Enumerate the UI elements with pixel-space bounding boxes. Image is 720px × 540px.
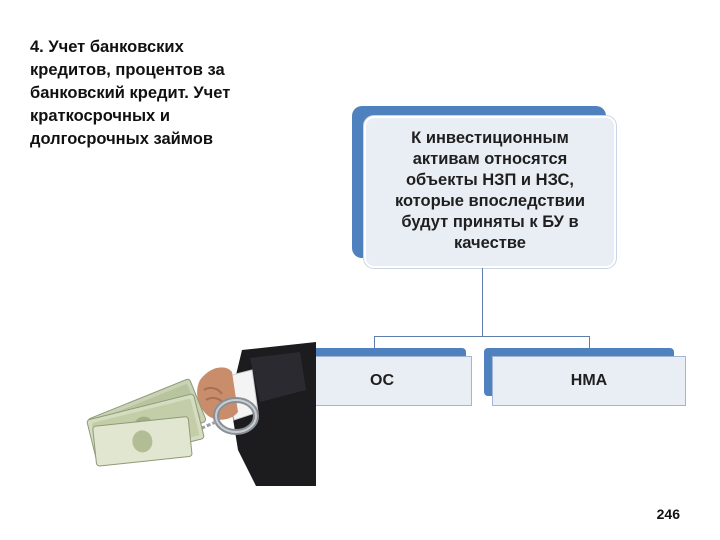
page-number: 246 — [656, 506, 680, 522]
money-banknotes-icon: 1 — [86, 378, 207, 467]
slide-title: 4. Учет банковских кредитов, процентов з… — [30, 38, 231, 148]
child-box-nma: НМА — [492, 356, 686, 406]
root-box: К инвестиционным активам относятся объек… — [364, 116, 616, 268]
connector-horizontal — [374, 336, 590, 337]
child-box-os: ОС — [292, 356, 472, 406]
root-box-text: К инвестиционным активам относятся объек… — [394, 129, 586, 252]
connector-right-drop — [589, 336, 590, 348]
money-handcuff-illustration: 1 — [86, 342, 316, 486]
connector-left-drop — [374, 336, 375, 348]
child-label-nma: НМА — [570, 372, 608, 389]
child-label-os: ОС — [370, 372, 394, 389]
connector-vertical-main — [482, 268, 483, 336]
